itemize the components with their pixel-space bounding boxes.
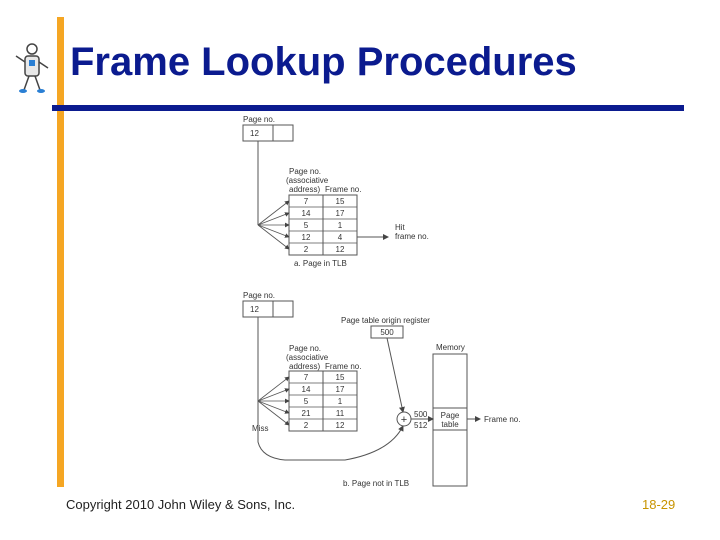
b-miss-label: Miss: [252, 424, 268, 433]
a-row-frame: 15: [336, 197, 345, 206]
a-row-page: 14: [302, 209, 311, 218]
b-col-page-header-3: address): [289, 362, 320, 371]
a-row-page: 12: [302, 233, 311, 242]
b-adder-symbol: +: [401, 414, 407, 426]
slide-number: 18-29: [642, 497, 675, 512]
a-col-page-header-2: (associative: [286, 176, 329, 185]
b-caption: b. Page not in TLB: [343, 479, 409, 488]
a-col-frame-header: Frame no.: [325, 185, 361, 194]
diagram-b: Page no. 12 Page table origin register 5…: [243, 291, 520, 488]
a-row-frame: 1: [338, 221, 343, 230]
b-ptor-value: 500: [380, 328, 394, 337]
b-page-no-label: Page no.: [243, 291, 275, 300]
a-hit-label-2: frame no.: [395, 232, 429, 241]
a-page-no-label: Page no.: [243, 115, 275, 124]
b-row-frame: 11: [336, 409, 345, 418]
a-row-page: 2: [304, 245, 309, 254]
a-col-page-header-1: Page no.: [289, 167, 321, 176]
b-row-page: 21: [302, 409, 311, 418]
a-page-no-value: 12: [250, 129, 259, 138]
a-row-page: 5: [304, 221, 309, 230]
b-addr-bottom: 512: [414, 421, 428, 430]
b-row-frame: 12: [336, 421, 345, 430]
b-row-page: 2: [304, 421, 309, 430]
b-row-frame: 1: [338, 397, 343, 406]
a-row-frame: 17: [336, 209, 345, 218]
b-row-frame: 17: [336, 385, 345, 394]
copyright-footer: Copyright 2010 John Wiley & Sons, Inc.: [66, 497, 295, 512]
diagram-a: Page no. 12 Page no. (associative addres…: [243, 115, 429, 268]
b-row-page: 7: [304, 373, 309, 382]
b-addr-top: 500: [414, 410, 428, 419]
b-col-frame-header: Frame no.: [325, 362, 361, 371]
b-col-page-header-2: (associative: [286, 353, 329, 362]
b-frame-no-label: Frame no.: [484, 415, 520, 424]
b-row-page: 14: [302, 385, 311, 394]
a-row-frame: 4: [338, 233, 343, 242]
b-page-table-label-2: table: [441, 420, 459, 429]
b-row-frame: 15: [336, 373, 345, 382]
b-ptor-label: Page table origin register: [341, 316, 430, 325]
a-row-page: 7: [304, 197, 309, 206]
b-memory-label: Memory: [436, 343, 465, 352]
b-page-table-label-1: Page: [441, 411, 460, 420]
a-row-frame: 12: [336, 245, 345, 254]
b-col-page-header-1: Page no.: [289, 344, 321, 353]
b-row-page: 5: [304, 397, 309, 406]
a-caption: a. Page in TLB: [294, 259, 347, 268]
a-col-page-header-3: address): [289, 185, 320, 194]
b-page-no-value: 12: [250, 305, 259, 314]
a-hit-label-1: Hit: [395, 223, 406, 232]
